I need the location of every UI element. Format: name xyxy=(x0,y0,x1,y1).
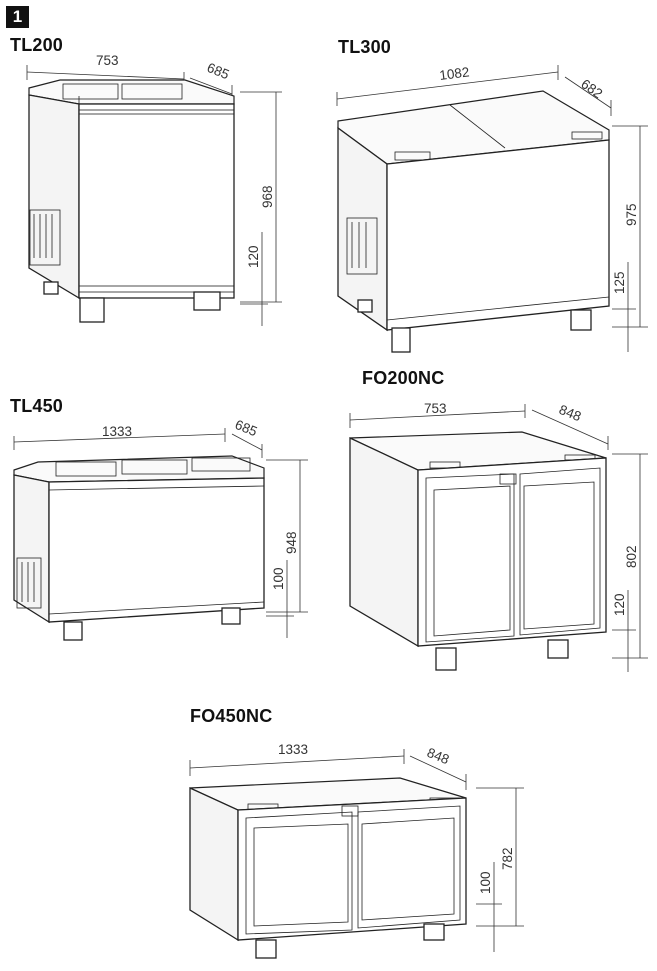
tl300-height-dim: 975 xyxy=(624,203,639,226)
figure-number-badge: 1 xyxy=(6,6,29,28)
fo200nc-height-dim: 802 xyxy=(624,545,639,568)
fo200nc-foot-dim: 120 xyxy=(612,593,627,616)
fo450nc-foot-dim: 100 xyxy=(478,871,493,894)
tl200-height-dim: 968 xyxy=(260,185,275,208)
tl200-foot-dim: 120 xyxy=(246,245,261,268)
model-label-fo450nc: FO450NC xyxy=(190,706,273,726)
tl450-width-dim: 1333 xyxy=(102,424,132,439)
drawing-tl300 xyxy=(336,65,648,353)
fo450nc-depth-dim: 848 xyxy=(425,745,452,767)
tl300-foot-dim: 125 xyxy=(612,271,627,294)
drawing-tl450 xyxy=(13,428,308,641)
model-label-tl450: TL450 xyxy=(10,396,64,416)
model-label-fo200nc: FO200NC xyxy=(362,368,445,388)
model-label-tl200: TL200 xyxy=(10,35,64,55)
drawing-fo450nc xyxy=(189,749,524,959)
drawing-fo200nc xyxy=(349,404,648,672)
tl300-depth-dim: 682 xyxy=(578,76,605,101)
tl450-height-dim: 948 xyxy=(284,531,299,554)
tl450-foot-dim: 100 xyxy=(271,567,286,590)
tl450-depth-dim: 685 xyxy=(233,417,260,439)
model-label-tl300: TL300 xyxy=(338,37,392,57)
tl200-depth-dim: 685 xyxy=(205,60,232,82)
tl200-width-dim: 753 xyxy=(96,53,119,68)
fo200nc-width-dim: 753 xyxy=(424,401,447,416)
drawing-tl200 xyxy=(26,65,282,326)
fo450nc-height-dim: 782 xyxy=(500,847,515,870)
fo450nc-width-dim: 1333 xyxy=(278,742,308,757)
fo200nc-depth-dim: 848 xyxy=(557,402,584,424)
tl300-width-dim: 1082 xyxy=(439,64,471,83)
